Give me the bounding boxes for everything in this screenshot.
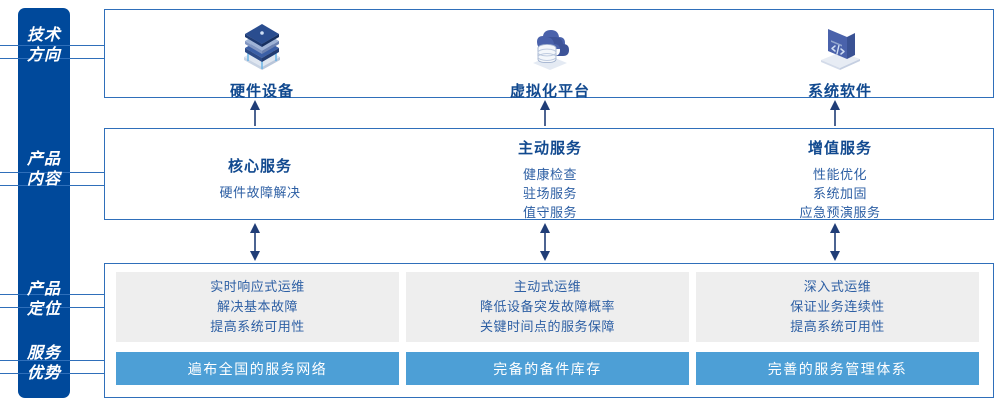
product-content-box: 核心服务 硬件故障解决 主动服务 健康检查 驻场服务 值守服务 增值服务 性能优… — [104, 128, 994, 220]
connector-line — [0, 45, 105, 46]
product-content-item-valueadd[interactable]: 增值服务 性能优化 系统加固 应急预演服务 — [705, 137, 975, 222]
arrow-up-col3 — [828, 100, 842, 131]
rail-label-line-1: 产品 — [26, 151, 61, 168]
rail-label-line-2: 方向 — [26, 47, 61, 64]
product-content-title: 主动服务 — [517, 140, 582, 157]
product-content-entry: 健康检查 — [522, 167, 577, 182]
product-position-line: 实时响应式运维 — [210, 279, 305, 294]
rail-label-line-2: 内容 — [26, 171, 61, 188]
arrow-up-col2 — [538, 100, 552, 131]
tech-direction-box: 硬件设备 虚拟化平台 — [104, 9, 994, 101]
product-position-card-3[interactable]: 深入式运维 保证业务连续性 提高系统可用性 — [696, 272, 979, 342]
tech-direction-item-hardware[interactable]: 硬件设备 — [162, 22, 362, 101]
product-position-line: 提高系统可用性 — [790, 319, 885, 334]
arrow-up-col1 — [248, 100, 262, 131]
connector-line — [0, 360, 105, 361]
arrow-updown-col1 — [248, 223, 262, 266]
laptop-code-icon — [740, 22, 940, 74]
product-content-entry: 硬件故障解决 — [219, 185, 301, 200]
product-content-title: 核心服务 — [227, 158, 292, 175]
product-content-entry: 应急预演服务 — [799, 205, 881, 220]
product-position-line: 解决基本故障 — [216, 299, 298, 314]
server-stack-icon — [162, 22, 362, 74]
product-content-entry: 性能优化 — [812, 167, 867, 182]
connector-line — [0, 185, 105, 186]
rail-label-line-2: 优势 — [26, 365, 61, 382]
product-position-line: 降低设备突发故障概率 — [479, 299, 615, 314]
product-position-card-1[interactable]: 实时响应式运维 解决基本故障 提高系统可用性 — [116, 272, 399, 342]
rail-label-service-advantage: 服务 优势 — [18, 344, 70, 384]
rail-label-tech-direction: 技术 方向 — [18, 26, 70, 66]
arrow-updown-col3 — [828, 223, 842, 266]
service-advantage-bar-3[interactable]: 完善的服务管理体系 — [696, 352, 979, 385]
tech-direction-label: 虚拟化平台 — [509, 83, 590, 100]
rail-label-line-2: 定位 — [26, 301, 61, 318]
connector-line — [0, 294, 105, 295]
position-advantage-box: 实时响应式运维 解决基本故障 提高系统可用性 主动式运维 降低设备突发故障概率 … — [104, 263, 994, 398]
product-content-item-proactive[interactable]: 主动服务 健康检查 驻场服务 值守服务 — [415, 137, 685, 222]
product-content-entry: 系统加固 — [812, 186, 867, 201]
product-position-line: 深入式运维 — [803, 279, 872, 294]
product-content-entry: 值守服务 — [522, 205, 577, 220]
product-content-entry: 驻场服务 — [522, 186, 577, 201]
connector-line — [0, 58, 105, 59]
rail-label-line-1: 技术 — [26, 27, 61, 44]
service-advantage-bar-1[interactable]: 遍布全国的服务网络 — [116, 352, 399, 385]
service-advantage-bar-2[interactable]: 完备的备件库存 — [406, 352, 689, 385]
product-position-line: 主动式运维 — [513, 279, 582, 294]
tech-direction-item-virtualization[interactable]: 虚拟化平台 — [450, 22, 650, 101]
arrow-updown-col2 — [538, 223, 552, 266]
product-position-card-2[interactable]: 主动式运维 降低设备突发故障概率 关键时间点的服务保障 — [406, 272, 689, 342]
rail-label-product-content: 产品 内容 — [18, 150, 70, 190]
tech-direction-label: 系统软件 — [807, 83, 872, 100]
connector-line — [0, 373, 105, 374]
tech-direction-label: 硬件设备 — [229, 83, 294, 100]
product-position-line: 提高系统可用性 — [210, 319, 305, 334]
product-content-title: 增值服务 — [807, 140, 872, 157]
product-position-line: 保证业务连续性 — [790, 299, 885, 314]
product-content-item-core[interactable]: 核心服务 硬件故障解决 — [125, 155, 395, 202]
left-rail — [18, 8, 70, 398]
rail-label-line-1: 产品 — [26, 281, 61, 298]
connector-line — [0, 172, 105, 173]
product-position-line: 关键时间点的服务保障 — [479, 319, 615, 334]
cloud-database-icon — [450, 22, 650, 74]
connector-line — [0, 307, 105, 308]
rail-label-line-1: 服务 — [26, 345, 61, 362]
tech-direction-item-software[interactable]: 系统软件 — [740, 22, 940, 101]
rail-label-product-position: 产品 定位 — [18, 280, 70, 320]
